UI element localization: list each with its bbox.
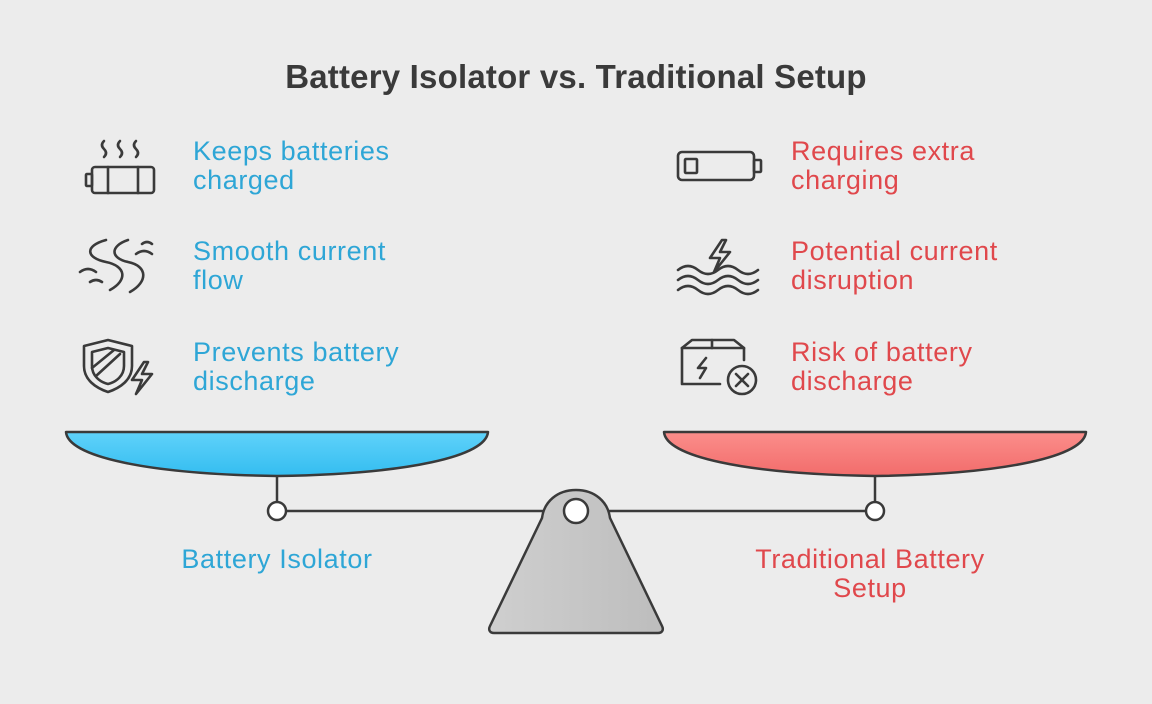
right-pivot <box>864 500 886 522</box>
lightning-waves-icon <box>676 238 760 296</box>
river-flow-icon <box>78 238 154 294</box>
low-battery-icon <box>676 150 763 182</box>
page-title: Battery Isolator vs. Traditional Setup <box>285 58 867 95</box>
shield-lightning-icon <box>82 338 154 396</box>
fulcrum-pivot <box>562 497 590 525</box>
warm-battery-icon <box>84 139 156 195</box>
fulcrum <box>487 488 665 635</box>
right-pan <box>662 430 1088 478</box>
left-pivot <box>266 500 288 522</box>
broken-battery-icon <box>680 338 758 396</box>
left-side-label: Battery Isolator <box>181 544 373 574</box>
left-pan <box>64 430 490 478</box>
